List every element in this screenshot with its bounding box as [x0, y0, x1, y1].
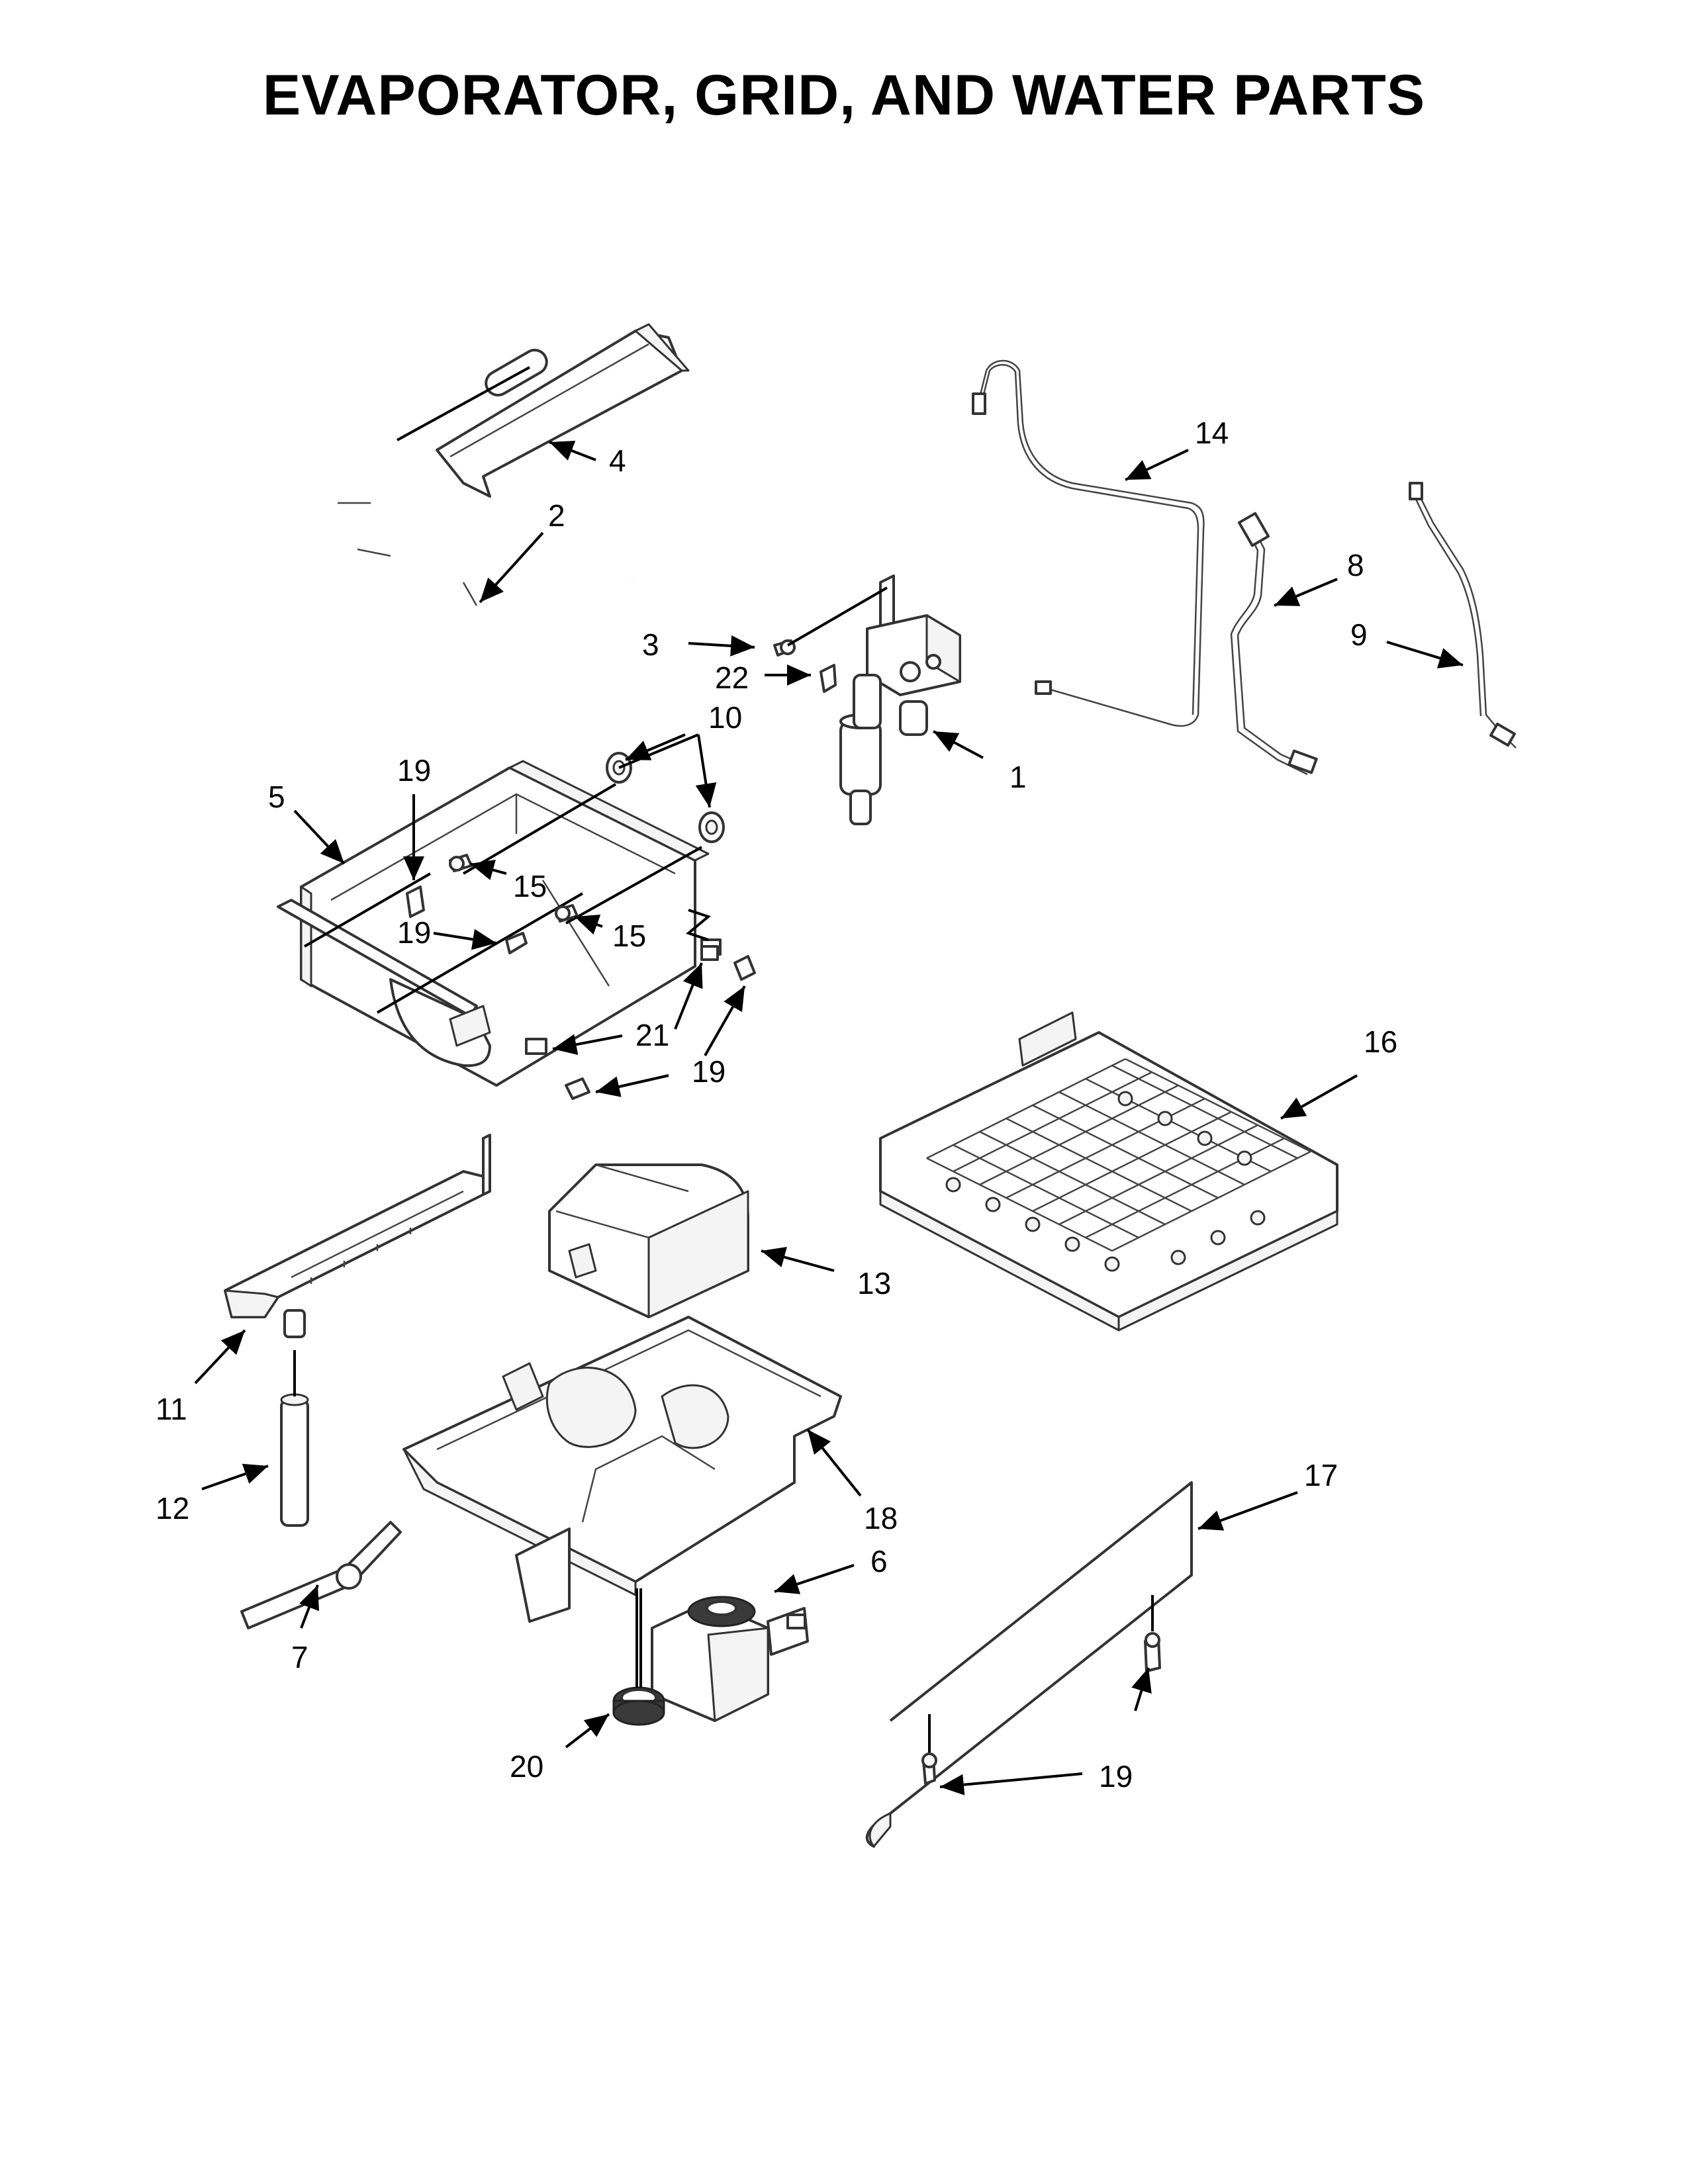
callout-4: 4 [609, 443, 626, 478]
part-7-drain-tube [240, 1521, 402, 1629]
part-19-screw-shield-right [1144, 1595, 1161, 1672]
callout-10: 10 [708, 700, 742, 735]
callout-5: 5 [268, 780, 285, 814]
part-19-screw-frame-mid [505, 932, 528, 954]
callout-15-upper: 15 [513, 869, 547, 903]
callout-22: 22 [715, 660, 749, 695]
part-14-tubing [972, 359, 1205, 727]
callout-15-lower: 15 [612, 919, 646, 953]
callout-labels: 1 2 3 4 5 6 7 8 9 10 11 12 13 14 15 15 1… [156, 416, 1397, 1794]
part-16-ice-grid [879, 1011, 1338, 1332]
callout-16: 16 [1364, 1024, 1397, 1059]
callout-18: 18 [864, 1501, 898, 1535]
part-9-wire-harness [1409, 482, 1517, 749]
callout-7: 7 [291, 1640, 308, 1674]
part-1-water-valve [839, 574, 961, 825]
callout-13: 13 [857, 1266, 891, 1300]
leader-arrows [194, 441, 1464, 1796]
part-20-nut [612, 1588, 665, 1726]
part-21-clip [700, 945, 719, 961]
part-3-screw [773, 586, 888, 657]
part-13-cover [548, 1163, 749, 1318]
part-19-screw-frame-bottom [565, 1077, 590, 1100]
part-12-tube [280, 1350, 309, 1527]
part-4-bracket [397, 323, 690, 498]
callout-20: 20 [510, 1749, 543, 1784]
part-19-screw-shield-left [921, 1714, 937, 1785]
callout-9: 9 [1350, 617, 1368, 652]
callout-19-mid: 19 [397, 915, 431, 950]
part-2-evaporator-tube [305, 426, 642, 660]
callout-12: 12 [156, 1491, 189, 1525]
part-8-water-tube [1230, 512, 1318, 776]
callout-17: 17 [1304, 1458, 1338, 1492]
part-6-motor [651, 1596, 809, 1722]
callout-19-top: 19 [397, 753, 431, 788]
part-10-grommet-lower [698, 811, 725, 843]
part-15-screw-upper [449, 854, 473, 872]
callout-19-bottom: 19 [1099, 1759, 1133, 1794]
callout-19-right: 19 [692, 1054, 726, 1089]
part-22-clip [820, 664, 837, 693]
part-17-shield [865, 1481, 1193, 1848]
callout-11: 11 [156, 1392, 187, 1426]
callout-21: 21 [635, 1018, 669, 1052]
callout-14: 14 [1195, 416, 1229, 450]
part-18-bin-housing [402, 1316, 842, 1623]
callout-3: 3 [642, 627, 659, 662]
page-title: EVAPORATOR, GRID, AND WATER PARTS [262, 64, 1426, 127]
part-19-screw-frame-top [406, 886, 425, 918]
callout-1: 1 [1009, 760, 1027, 794]
ice-grid-mesh [926, 1058, 1311, 1252]
part-19-screw-frame-right [733, 955, 756, 981]
callout-8: 8 [1347, 548, 1364, 582]
callout-2: 2 [548, 498, 565, 533]
part-11-fill-trough [224, 1134, 491, 1338]
callout-6: 6 [870, 1544, 888, 1578]
